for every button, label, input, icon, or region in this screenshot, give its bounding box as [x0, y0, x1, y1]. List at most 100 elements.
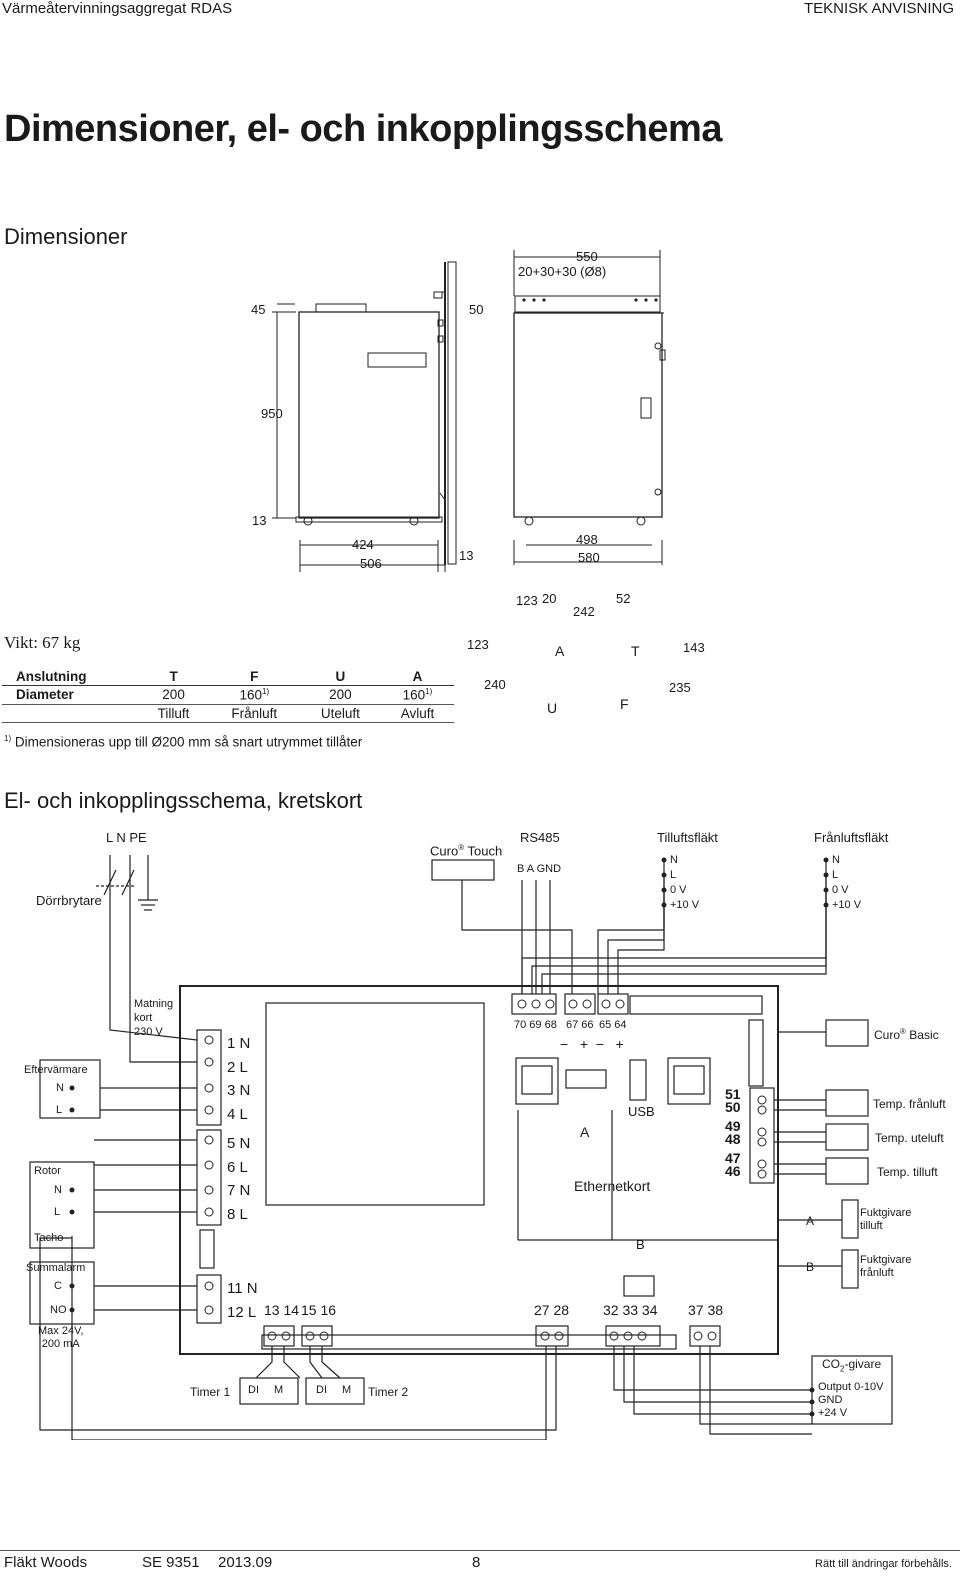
curo-touch-label: Curo® Touch: [430, 843, 503, 859]
port-label-U: U: [547, 700, 558, 716]
port-b-label: B: [636, 1237, 645, 1252]
supply-fan-label: Tilluftsfläkt: [657, 830, 718, 845]
exhaust-fan-label: Frånluftsfläkt: [814, 830, 889, 845]
tacho-label: Tacho: [34, 1232, 64, 1244]
terminal-27-28: 27 28: [534, 1302, 570, 1318]
dim-13-right: 13: [459, 548, 474, 563]
terminal-70-68: 70 69 68: [514, 1019, 557, 1031]
dim-550: 550: [576, 249, 598, 264]
table-cell: [2, 704, 139, 723]
table-cell: Anslutning: [2, 668, 139, 686]
dim-424: 424: [352, 537, 374, 552]
after-heater-label: Eftervärmare: [24, 1064, 88, 1076]
connection-table: Anslutning T F U A Diameter 200 1601) 20…: [2, 668, 454, 723]
dim-50: 50: [469, 302, 484, 317]
port-a-label: A: [580, 1124, 590, 1140]
temp-supply-label: Temp. tilluft: [877, 1165, 938, 1179]
footer-disclaimer: Rätt till ändringar förbehålls.: [815, 1558, 952, 1570]
terminal-32-34: 32 33 34: [603, 1302, 658, 1318]
timer-2-label: Timer 2: [368, 1385, 409, 1399]
heater-n: N: [56, 1082, 64, 1094]
table-cell: Uteluft: [299, 704, 381, 723]
table-cell: Tilluft: [138, 704, 209, 723]
port-label-T: T: [631, 643, 640, 659]
timer2-di: DI: [316, 1384, 327, 1396]
ethernet-card-label: Ethernetkort: [574, 1178, 651, 1194]
alarm-rating: Max 24V,200 mA: [38, 1325, 84, 1350]
dim-top-52: 52: [616, 591, 631, 606]
dim-top-123-vert: 123: [467, 637, 489, 652]
door-switch-label: Dörrbrytare: [36, 893, 102, 908]
page-title: Dimensioner, el- och inkopplingsschema: [4, 108, 722, 150]
dim-13-left: 13: [252, 513, 267, 528]
dim-498: 498: [576, 532, 598, 547]
weight-label: Vikt: 67 kg: [4, 633, 81, 652]
table-cell: 200: [138, 685, 209, 705]
table-cell: F: [208, 668, 300, 686]
rs485-label: RS485: [520, 830, 560, 845]
footer-rule: [0, 1550, 960, 1551]
terminal-67-66: 67 66: [566, 1019, 594, 1031]
table-row: Anslutning T F U A: [2, 668, 454, 686]
polarity-marks: − + − +: [560, 1036, 624, 1052]
terminal-65-64: 65 64: [599, 1019, 627, 1031]
alarm-c: C: [54, 1280, 62, 1292]
dim-holes: 20+30+30 (Ø8): [518, 264, 607, 279]
terminal-37-38: 37 38: [688, 1302, 724, 1318]
timer1-di: DI: [248, 1384, 259, 1396]
alarm-label: Summalarm: [26, 1262, 86, 1274]
dim-top-123: 123: [516, 593, 538, 608]
table-row: Diameter 200 1601) 200 1601): [2, 685, 454, 705]
timer-1-label: Timer 1: [190, 1385, 231, 1399]
table-cell: U: [299, 668, 381, 686]
timer2-m: M: [342, 1384, 352, 1396]
temp-outdoor-label: Temp. uteluft: [875, 1131, 944, 1145]
table-cell: T: [138, 668, 209, 686]
rotor-l: L: [54, 1206, 61, 1218]
rotor-label: Rotor: [34, 1165, 61, 1177]
table-cell: Diameter: [2, 685, 139, 705]
footer-date: 2013.09: [218, 1554, 273, 1571]
footer-page-number: 8: [472, 1554, 481, 1571]
rs485-pins: B A GND: [517, 863, 562, 875]
port-label-F: F: [620, 696, 629, 712]
table-cell: Avluft: [380, 704, 454, 723]
wiring-diagram: [29, 855, 893, 1440]
heater-l: L: [56, 1104, 63, 1116]
dim-580: 580: [578, 550, 600, 565]
section-heading-wiring: El- och inkopplingsschema, kretskort: [4, 788, 363, 813]
dim-top-240: 240: [484, 677, 506, 692]
timer1-m: M: [274, 1384, 284, 1396]
dim-950: 950: [261, 406, 283, 421]
humidity-b-label: B: [806, 1260, 815, 1274]
dim-top-143: 143: [683, 640, 705, 655]
table-footnote: 1) Dimensioneras upp till Ø200 mm så sna…: [4, 734, 363, 750]
terminal-15-16: 15 16: [301, 1302, 337, 1318]
co2-sensor-label: CO2-givare: [822, 1357, 882, 1374]
terminal-13-14: 13 14: [264, 1302, 300, 1318]
table-cell: 1601): [380, 685, 454, 705]
table-cell: 200: [299, 685, 381, 705]
table-row: Tilluft Frånluft Uteluft Avluft: [2, 704, 454, 723]
header-doc-title: Värmeåtervinningsaggregat RDAS: [2, 0, 233, 17]
dim-top-242: 242: [573, 604, 595, 619]
humidity-a-label: A: [806, 1214, 815, 1228]
curo-basic-label: Curo® Basic: [874, 1027, 939, 1042]
rotor-n: N: [54, 1184, 62, 1196]
dim-45: 45: [251, 302, 266, 317]
dim-506: 506: [360, 556, 382, 571]
header-doc-type: TEKNISK ANVISNING: [803, 0, 954, 17]
alarm-no: NO: [50, 1304, 67, 1316]
footer-doc-number: SE 9351: [142, 1554, 200, 1571]
dim-top-235: 235: [669, 680, 691, 695]
